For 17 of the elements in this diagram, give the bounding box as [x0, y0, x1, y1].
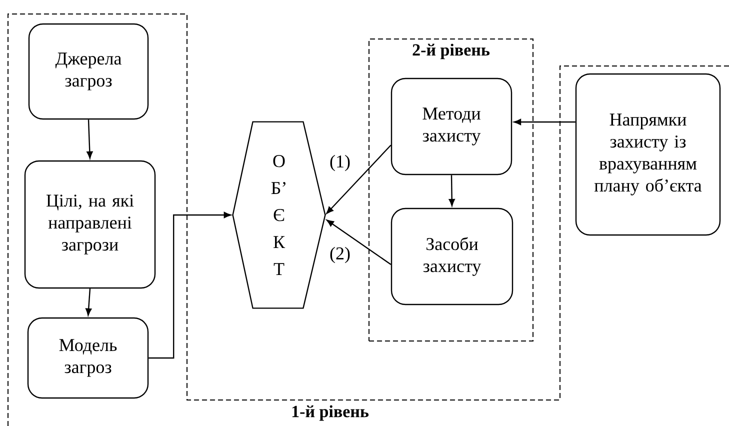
arrow [326, 144, 392, 214]
object-hexagon: О Б’ Є К Т [232, 121, 326, 309]
arrow [514, 118, 576, 126]
process-box: Напрямки захисту із врахуванням плану об’єкта [575, 73, 721, 236]
arrow [148, 212, 232, 359]
edge-label: (1) [328, 154, 352, 172]
process-box: Модель загроз [27, 317, 149, 399]
edge-label: (2) [328, 246, 352, 264]
arrow [86, 120, 93, 159]
arrow [326, 220, 392, 265]
process-box: Цілі, на які направлені загрози [24, 160, 156, 289]
process-box: Джерела загроз [28, 23, 149, 120]
level-label: 1-й рівень [292, 405, 369, 421]
arrow [448, 175, 455, 206]
process-box: Засоби захисту [390, 208, 514, 306]
process-box: Методи захисту [390, 78, 512, 176]
arrow [86, 288, 92, 316]
